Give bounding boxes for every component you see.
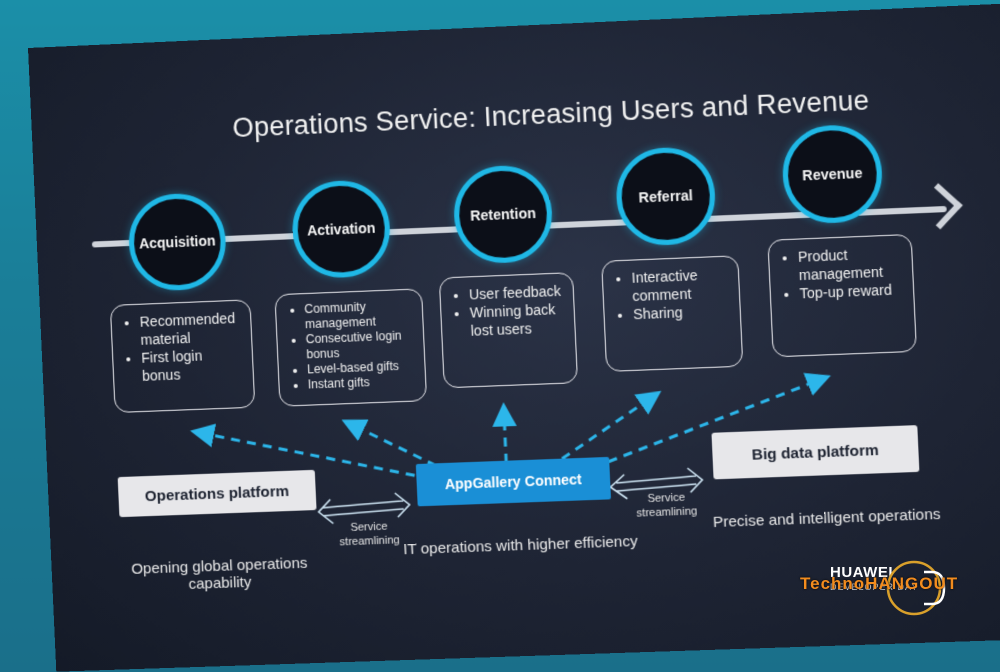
dashed-arrow <box>504 408 506 462</box>
appgallery-connect-box: AppGallery Connect <box>415 456 612 507</box>
left-caption: Opening global operations capability <box>130 554 308 593</box>
brand-name: HUAWEI <box>830 564 893 581</box>
brand-sub: DEVELOPER DAY <box>830 582 919 592</box>
service-streamlining-label: Service streamlining <box>636 491 698 520</box>
platform-label: AppGallery Connect <box>444 471 583 493</box>
platform-label: Operations platform <box>144 482 290 505</box>
huawei-developer-logo: HUAWEI DEVELOPER DAY TechnoHANGOUT <box>800 560 980 620</box>
big-data-platform-box: Big data platform <box>711 425 920 480</box>
logo-ring-icon <box>886 560 946 616</box>
watermark-text: TechnoHANGOUT <box>800 574 959 593</box>
platform-label: Big data platform <box>751 441 880 464</box>
operations-platform-box: Operations platform <box>117 469 317 518</box>
